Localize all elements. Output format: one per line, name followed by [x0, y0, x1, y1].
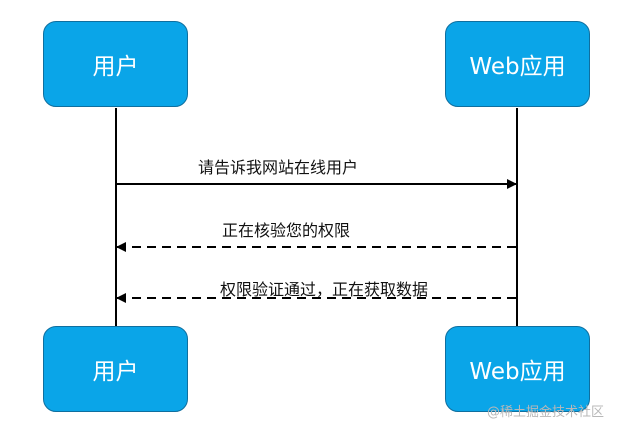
- actor-web-app-top-label: Web应用: [469, 54, 566, 80]
- actor-user-bottom-label: 用户: [92, 359, 139, 385]
- actor-user-top-label: 用户: [92, 54, 139, 80]
- message-label-request-online-users: 请告诉我网站在线用户: [198, 158, 359, 177]
- actor-user-top: 用户: [43, 21, 188, 107]
- actor-web-app-bottom: Web应用: [445, 326, 590, 412]
- lifeline-web-app: [516, 108, 518, 328]
- actor-web-app-top: Web应用: [445, 21, 590, 107]
- actor-user-bottom: 用户: [43, 326, 188, 412]
- message-label-permission-ok-fetching: 权限验证通过，正在获取数据: [220, 280, 429, 299]
- lifeline-user: [115, 108, 117, 328]
- watermark: @稀土掘金技术社区: [486, 405, 604, 420]
- actor-web-app-bottom-label: Web应用: [469, 359, 566, 385]
- message-label-verifying-permission: 正在核验您的权限: [222, 221, 351, 240]
